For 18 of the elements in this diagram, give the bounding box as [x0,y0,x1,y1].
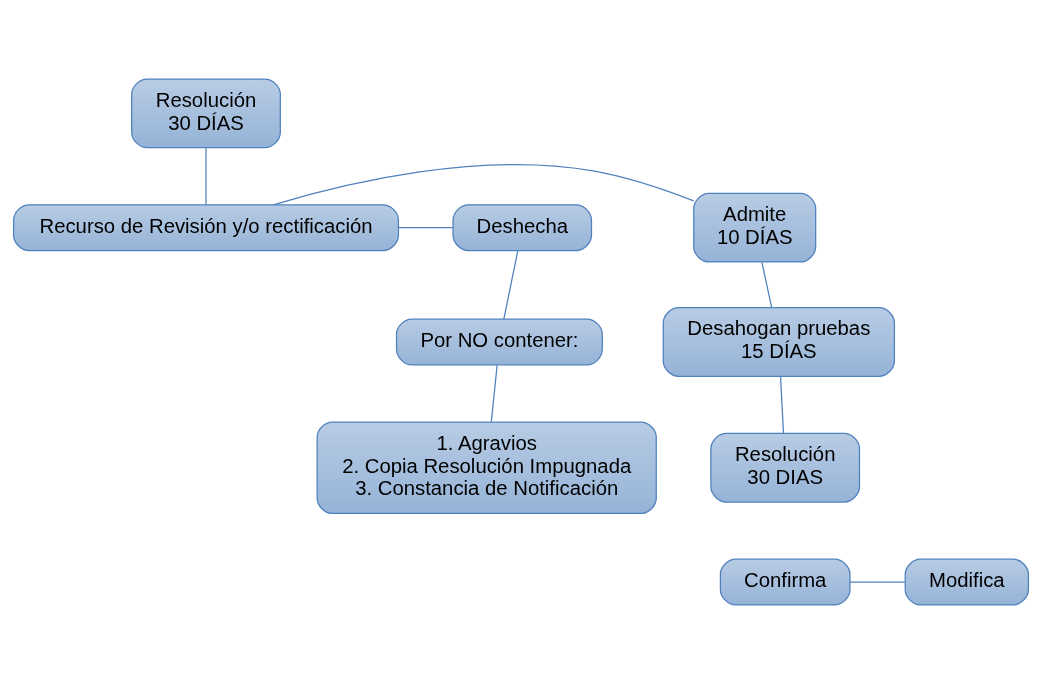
node-box: Desahogan pruebas 15 DÍAS [662,306,896,377]
connector [398,226,454,228]
node-box: Por NO contener: [395,318,603,365]
node-box: Resolución 30 DÍAS [131,77,281,148]
node-box: 1. Agravios 2. Copia Resolución Impugnada 3. Constancia de Notificación [316,420,657,514]
node-box: Admite 10 DÍAS [693,192,817,263]
node-box: Modifica [904,558,1030,606]
connector [205,147,207,205]
node-box: Deshecha [452,203,593,251]
connector [779,375,785,434]
connector [272,163,695,205]
connector [490,364,498,422]
node-box: Confirma [719,558,851,606]
node-box: Resolución 30 DIAS [710,432,861,503]
connector [503,249,519,320]
connector [849,580,906,583]
node-box: Recurso de Revisión y/o rectificación [12,203,400,251]
connector [761,261,773,308]
